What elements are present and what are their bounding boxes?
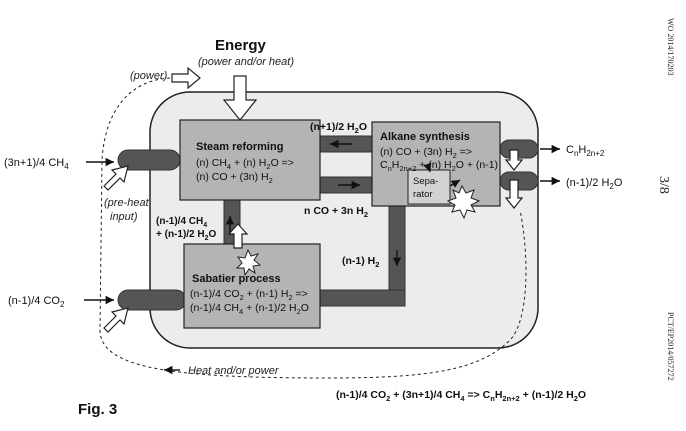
publication-number: WO 2014/170203 <box>666 18 675 76</box>
steam-reforming-eq2: (n) CO + (3n) H2 <box>196 171 273 185</box>
energy-sublabel: (power and/or heat) <box>198 56 294 68</box>
figure-caption: Fig. 3 <box>78 401 117 418</box>
separator-label-line1: Sepa- <box>413 176 438 187</box>
sabatier-title: Sabatier process <box>192 273 281 285</box>
ch4-input-label: (3n+1)/4 CH4 <box>4 157 69 171</box>
power-label: (power) <box>130 70 168 82</box>
alkane-to-sabatier-pipe-h <box>320 290 405 306</box>
separator-label-line2: rator <box>413 189 433 200</box>
preheat-co2-arrow-icon <box>104 308 128 332</box>
h2-flow-label: (n-1) H2 <box>342 255 379 269</box>
application-number: PCT/EP2014/057272 <box>666 312 675 380</box>
co2-input-label: (n-1)/4 CO2 <box>8 295 65 309</box>
alkane-outlet-pipe <box>500 140 538 158</box>
alkane-synthesis-title: Alkane synthesis <box>380 131 470 143</box>
alkane-output-label: CnH2n+2 <box>566 144 605 158</box>
heat-power-return-label: Heat and/or power <box>188 365 280 377</box>
water-outlet-pipe <box>500 172 538 190</box>
co2-inlet-pipe <box>118 290 186 310</box>
alkane-synthesis-eq2: CnH2n+2 + (n) H2O + (n-1) <box>380 159 498 173</box>
water-recycle-label: (n+1)/2 H2O <box>310 121 367 135</box>
overall-equation: (n-1)/4 CO2 + (3n+1)/4 CH4 => CnH2n+2 + … <box>336 389 586 403</box>
power-arrow-icon <box>172 68 200 88</box>
steam-reforming-title: Steam reforming <box>196 141 283 153</box>
syngas-label: n CO + 3n H2 <box>304 205 368 219</box>
preheat-label-line1: (pre-heat <box>104 197 150 209</box>
energy-label: Energy <box>215 37 267 54</box>
water-output-label: (n-1)/2 H2O <box>566 177 623 191</box>
alkane-synthesis-eq1: (n) CO + (3n) H2 => <box>380 146 472 160</box>
preheat-label-line2: input) <box>110 211 138 223</box>
preheat-ch4-arrow-icon <box>104 166 128 190</box>
steam-reforming-eq1: (n) CH4 + (n) H2O => <box>196 157 294 171</box>
sabatier-eq2: (n-1)/4 CH4 + (n-1)/2 H2O <box>190 302 309 316</box>
page-number: 3/8 <box>656 176 671 194</box>
